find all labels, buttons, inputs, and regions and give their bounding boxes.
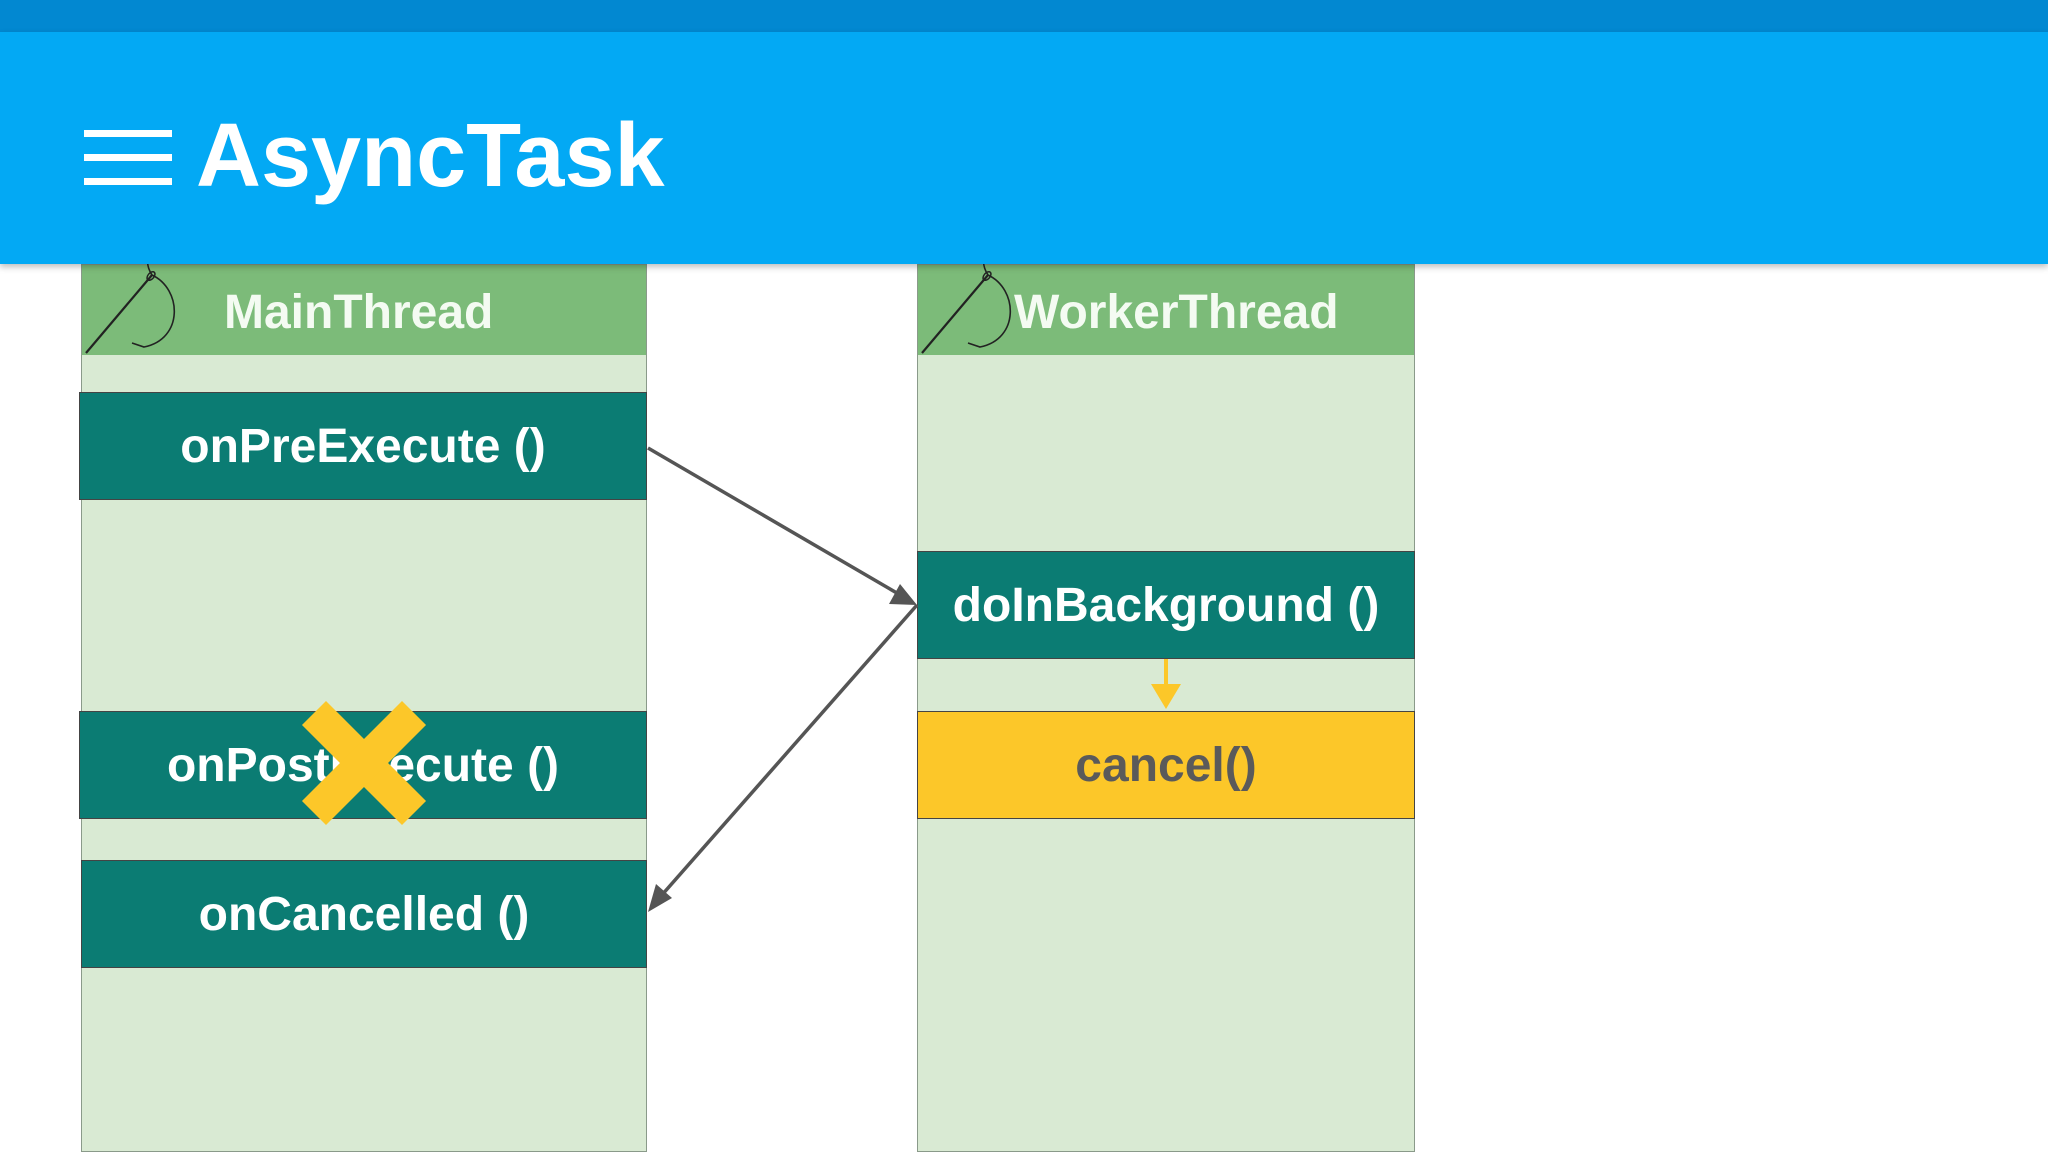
worker-thread-header: WorkerThread: [918, 244, 1414, 355]
on-pre-execute-box: onPreExecute (): [79, 392, 647, 500]
on-post-execute-label: onPostExecute (): [166, 738, 560, 792]
page-title: AsyncTask: [196, 106, 665, 206]
on-pre-execute-label: onPreExecute (): [180, 419, 546, 473]
on-cancelled-box: onCancelled (): [81, 860, 647, 968]
on-post-execute-box: onPostExecute (): [79, 711, 647, 819]
arrow-head-background: [889, 584, 917, 605]
hamburger-menu-icon[interactable]: [84, 130, 172, 186]
arrow-background-to-cancelled: [659, 603, 919, 898]
cancel-box: cancel(): [917, 711, 1415, 819]
arrow-pre-to-background: [647, 446, 903, 598]
worker-thread-lane: WorkerThread: [917, 244, 1415, 1152]
main-thread-title: MainThread: [224, 286, 494, 339]
main-thread-header: MainThread: [82, 244, 646, 355]
worker-thread-title: WorkerThread: [1014, 286, 1339, 339]
do-in-background-box: doInBackground (): [917, 551, 1415, 659]
app-bar: AsyncTask: [0, 32, 2048, 264]
arrow-head-cancelled: [648, 884, 672, 912]
do-in-background-label: doInBackground (): [952, 578, 1380, 632]
status-strip: [0, 0, 2048, 32]
cancel-label: cancel(): [1075, 738, 1257, 792]
on-cancelled-label: onCancelled (): [198, 887, 530, 941]
